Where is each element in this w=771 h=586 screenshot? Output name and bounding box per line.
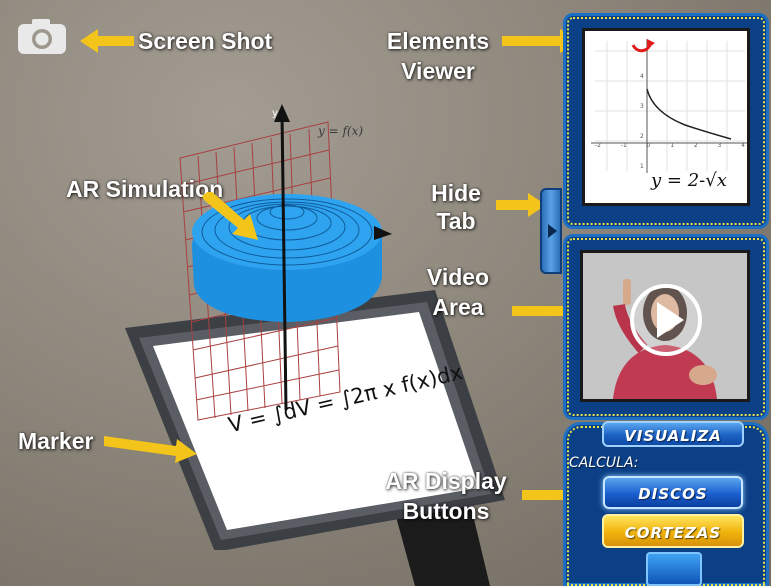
label-screen-shot: Screen Shot — [138, 28, 273, 54]
hide-tab[interactable] — [540, 188, 562, 274]
label-buttons: Buttons — [402, 498, 490, 524]
label-elements: Elements — [386, 28, 490, 54]
arrow-left-icon — [80, 29, 134, 53]
ar-simulation — [179, 104, 392, 421]
curve-label: y = f(x) — [318, 124, 364, 138]
label-tab: Tab — [436, 208, 476, 234]
label-viewer: Viewer — [401, 58, 475, 84]
chevron-right-icon — [548, 224, 557, 238]
arrow-right-icon — [496, 193, 546, 217]
camera-icon[interactable] — [16, 16, 68, 56]
axis-y-label: y — [272, 108, 278, 119]
marker-board — [95, 290, 515, 552]
label-marker: Marker — [18, 428, 94, 454]
video-area-border — [567, 238, 765, 416]
elements-viewer-border — [567, 17, 765, 225]
label-video: Video — [426, 264, 490, 290]
label-area: Area — [432, 294, 484, 320]
arrow-right-icon — [502, 29, 580, 53]
y-tick-labels: 4 3 2 1 — [640, 73, 644, 170]
label-hide: Hide — [431, 180, 481, 206]
cortezas-button[interactable]: CORTEZAS — [602, 514, 744, 548]
arrow-down-right-icon — [202, 192, 258, 240]
label-ar-simulation: AR Simulation — [66, 176, 224, 202]
play-icon[interactable] — [628, 282, 704, 358]
more-button[interactable] — [646, 552, 702, 586]
arrow-right-icon — [512, 299, 606, 323]
discos-button[interactable]: DISCOS — [603, 476, 743, 509]
arrow-right-icon — [104, 436, 197, 463]
calcula-label: CALCULA: — [569, 455, 639, 471]
elements-viewer[interactable] — [582, 28, 750, 206]
x-tick-labels: -2 -1 0 1 2 3 4 — [595, 142, 745, 149]
viewer-formula: y = 2-√x — [651, 170, 727, 191]
label-ar-display: AR Display — [385, 468, 507, 494]
visualiza-button[interactable]: VISUALIZA — [602, 421, 744, 447]
